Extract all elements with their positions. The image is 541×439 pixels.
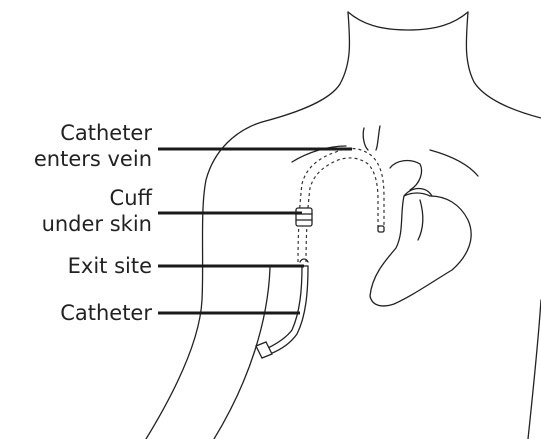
cuff bbox=[296, 208, 312, 226]
label-exit-site: Exit site bbox=[68, 254, 152, 278]
chin-line bbox=[348, 12, 468, 30]
catheter-tip bbox=[378, 226, 384, 232]
heart bbox=[370, 161, 471, 306]
label-cuff-line1: Cuff bbox=[110, 186, 153, 210]
exit-site-mark bbox=[300, 259, 308, 262]
aorta-line bbox=[390, 161, 422, 190]
catheter-hub bbox=[256, 342, 272, 358]
label-catheter-enters-vein-line1: Catheter bbox=[60, 121, 152, 145]
leader-lines bbox=[158, 149, 352, 313]
trachea-left-line bbox=[363, 128, 368, 150]
torso-right-line bbox=[528, 300, 541, 439]
clavicle-right-line bbox=[430, 150, 478, 176]
neck-right-line bbox=[466, 12, 541, 118]
catheter-tunnel-outer bbox=[298, 149, 384, 262]
catheter-path bbox=[256, 149, 384, 358]
label-catheter-enters-vein-line2: enters vein bbox=[34, 147, 152, 171]
body-outline bbox=[146, 12, 541, 439]
shoulder-outer-line bbox=[146, 122, 262, 439]
label-catheter: Catheter bbox=[60, 301, 152, 325]
trachea-right-line bbox=[376, 126, 380, 150]
heart-vessel-line bbox=[418, 200, 423, 240]
neck-left-line bbox=[262, 12, 350, 122]
catheter-tunnel-inner bbox=[306, 158, 378, 262]
catheter-external bbox=[268, 266, 308, 354]
labels: Catheter enters vein Cuff under skin Exi… bbox=[34, 121, 153, 325]
heart-outline bbox=[370, 193, 471, 306]
label-cuff-line2: under skin bbox=[42, 212, 152, 236]
